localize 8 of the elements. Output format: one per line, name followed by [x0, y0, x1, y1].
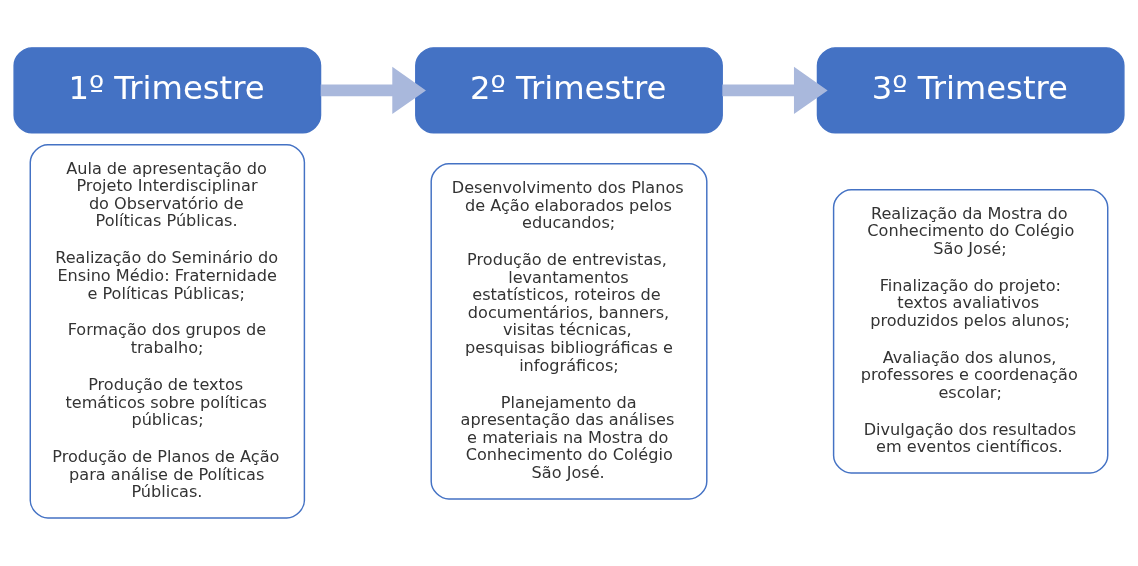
node-box: 2º Trimestre — [415, 47, 723, 134]
arrow — [722, 66, 828, 114]
node-box: 1º Trimestre — [13, 47, 322, 134]
node-box: Desenvolvimento dos Planos de Ação elaborados pelos educandos; Produção de entrevistas, levantamentos estatísticos, roteiros de documentários, banners, visitas técnicas, pesquisas bibliográficas e infográficos; Planejamento da apresentação das análises e materiais na Mostra do Conhecimento do Colégio São José. — [430, 162, 708, 500]
arrow — [320, 66, 426, 114]
node-box: Aula de apresentação do Projeto Interdisciplinar do Observatório de Políticas Públicas. Realização do Seminário do Ensino Médio: Fraternidade e Políticas Públicas; Formação dos grupos de trabalho; Produção de textos temáticos sobre políticas públicas; Produção de Planos de Ação para análise de Políticas Públicas. — [29, 144, 306, 519]
node-box: 3º Trimestre — [816, 47, 1125, 134]
node-box: Realização da Mostra do Conhecimento do Colégio São José; Finalização do projeto: textos avaliativos produzidos pelos alunos; Avaliação dos alunos, professores e coordenação escolar; Divulgação dos resultados em eventos científicos. — [832, 189, 1109, 474]
